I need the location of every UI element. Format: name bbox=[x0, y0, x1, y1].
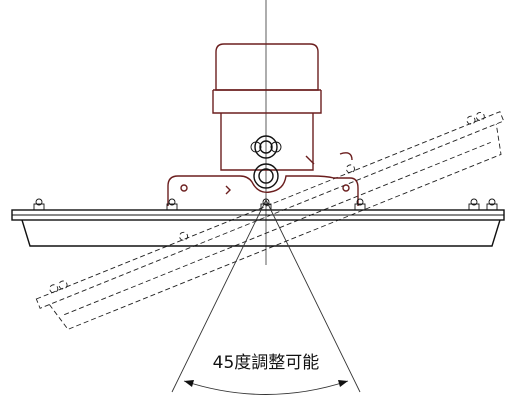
adjustment-cone-left bbox=[171, 199, 267, 393]
mount-bracket bbox=[167, 175, 359, 206]
bracket-hole-right bbox=[342, 184, 350, 192]
angle-arrow-left-icon bbox=[184, 380, 194, 387]
bolt-far-right-a bbox=[468, 198, 480, 211]
pivot-core-lower bbox=[258, 168, 274, 184]
bolt-right bbox=[354, 198, 366, 211]
pivot-side-right bbox=[270, 141, 282, 153]
bracket-arc-right bbox=[339, 152, 353, 161]
bolt-left bbox=[166, 198, 178, 211]
tilted-bolt-left bbox=[49, 280, 68, 294]
tilted-bolt-center bbox=[179, 164, 355, 241]
pivot-ring-upper bbox=[254, 135, 278, 159]
fixture-rail bbox=[11, 209, 505, 221]
bolt-far-right-b bbox=[486, 198, 498, 211]
bolt-center bbox=[260, 198, 272, 211]
fixture-housing bbox=[21, 219, 501, 247]
bracket-pin-right bbox=[305, 155, 315, 165]
bolt-far-left bbox=[33, 198, 45, 211]
pivot-ring-lower bbox=[253, 163, 279, 189]
pivot-hub bbox=[250, 135, 282, 189]
motor-box-top bbox=[215, 43, 319, 91]
bracket-notch-left bbox=[225, 185, 231, 195]
pivot-side-left bbox=[250, 141, 262, 153]
tilted-bolt-right bbox=[466, 111, 485, 125]
motor-box-flange bbox=[212, 90, 322, 114]
angle-arc bbox=[183, 380, 349, 395]
adjustment-cone-right bbox=[265, 199, 361, 393]
motor-box bbox=[212, 43, 322, 171]
tilted-housing bbox=[48, 123, 502, 330]
bracket-hole-left bbox=[180, 184, 188, 192]
adjustment-note: 45度調整可能 bbox=[213, 353, 320, 373]
tilted-inner-line bbox=[64, 141, 491, 316]
motor-box-body bbox=[220, 113, 314, 171]
pivot-core-upper bbox=[259, 140, 273, 154]
angle-arrow-right-icon bbox=[338, 380, 348, 387]
rail-bolts bbox=[33, 198, 498, 211]
